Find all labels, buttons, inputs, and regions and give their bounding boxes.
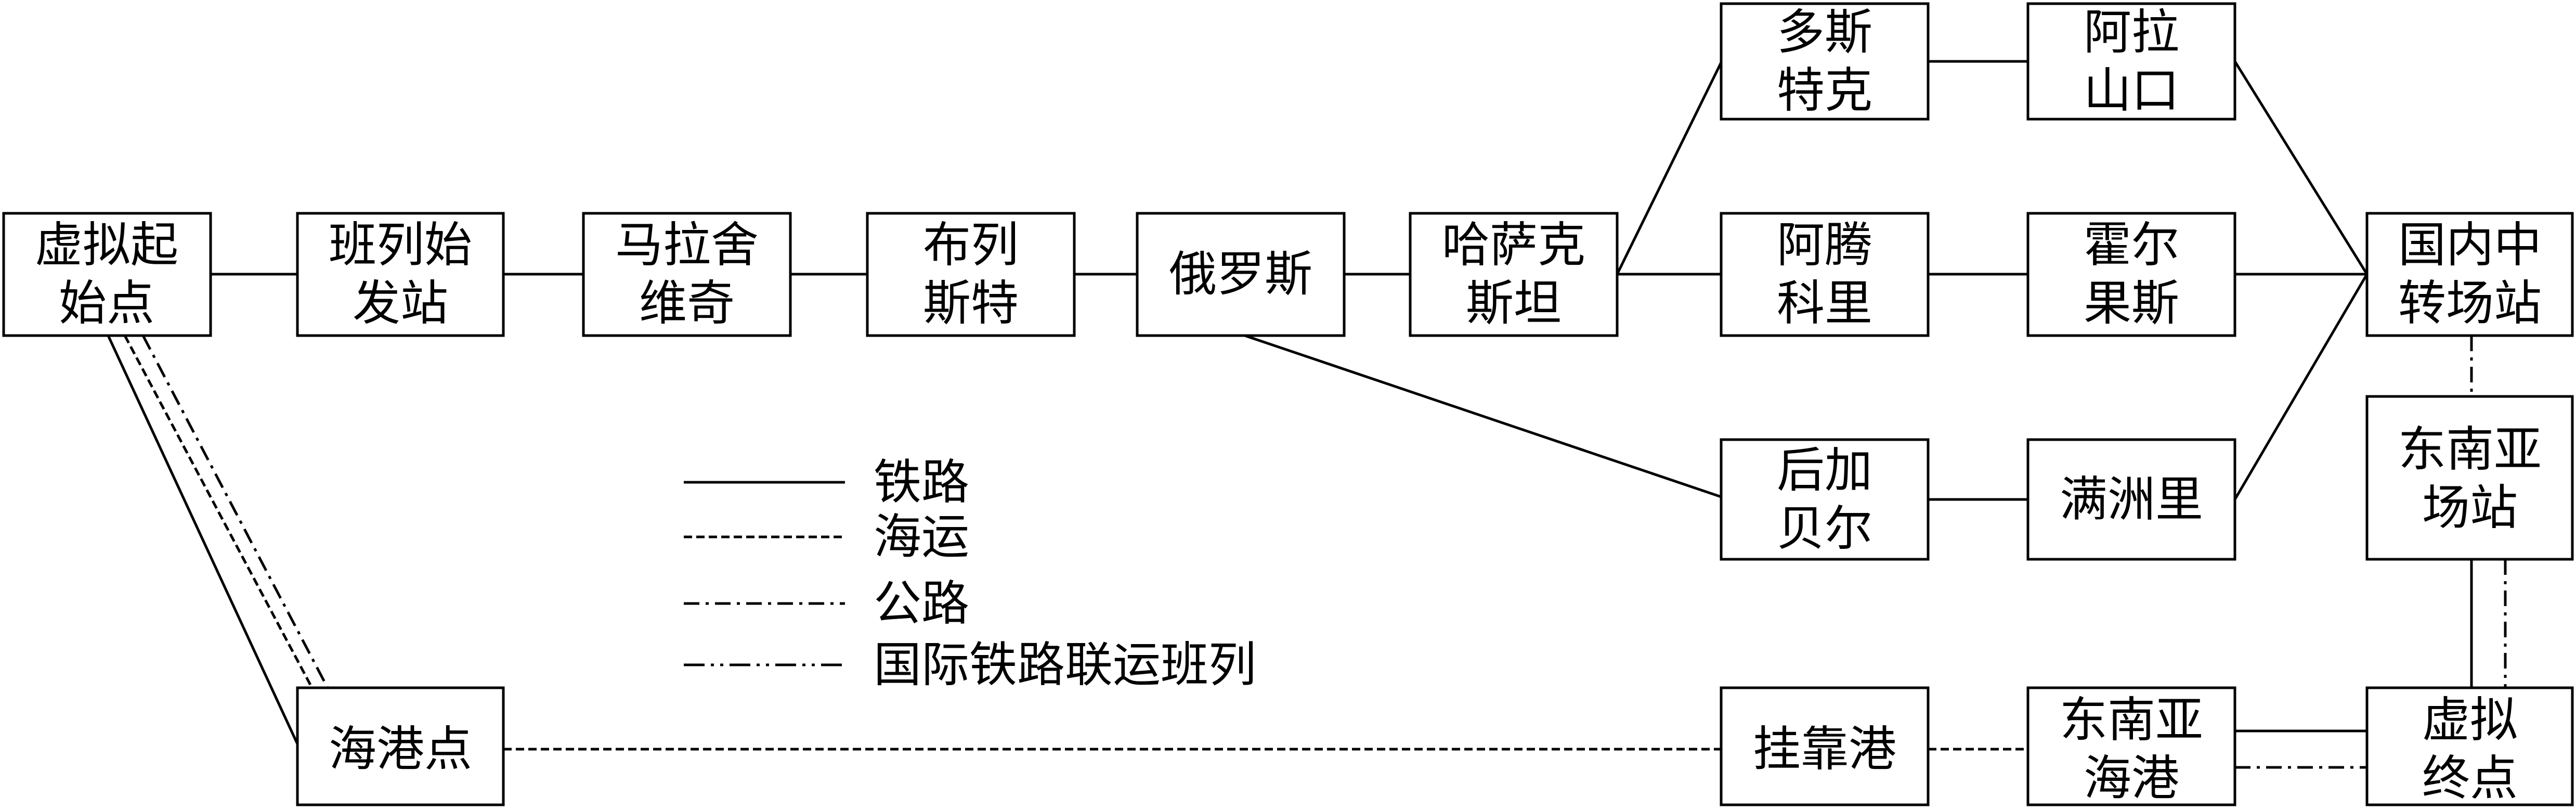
- legend-label-rail: 铁路: [874, 455, 969, 510]
- node-label-line: 发站: [353, 276, 448, 331]
- node-label-line: 东南亚: [2060, 692, 2203, 748]
- node-label-line: 果斯: [2084, 276, 2179, 331]
- node-label-line: 虚拟起: [35, 217, 178, 273]
- legend-label-intl-rail: 国际铁路联运班列: [874, 637, 1256, 693]
- node-label-line: 挂靠港: [1753, 722, 1896, 777]
- node-label-line: 满洲里: [2060, 472, 2203, 528]
- legend-item-road: 公路: [684, 576, 969, 632]
- edge-alashankou-hub: [2233, 60, 2369, 275]
- edge-russia-zabaykalsk: [1240, 332, 1722, 498]
- node-label-line: 阿腾: [1777, 217, 1872, 273]
- node-label-line: 马拉舍: [615, 217, 759, 273]
- node-label-line: 斯坦: [1466, 276, 1562, 331]
- node-label-line: 转场站: [2398, 276, 2542, 331]
- node-label-line: 多斯: [1777, 5, 1872, 60]
- node-transit-port: 挂靠港: [1720, 686, 1930, 806]
- node-label-line: 终点: [2422, 751, 2518, 806]
- node-label-line: 始点: [59, 276, 154, 331]
- node-label-line: 布列: [923, 217, 1019, 273]
- node-label-line: 阿拉: [2084, 5, 2179, 60]
- node-label-line: 维奇: [639, 276, 735, 331]
- edge-manzhouli-hub: [2233, 273, 2369, 500]
- node-label-line: 特克: [1777, 63, 1872, 119]
- edge-origin-seaport-sea: [123, 335, 314, 689]
- node-label-line: 哈萨克: [1442, 217, 1585, 273]
- node-label-line: 场站: [2422, 480, 2518, 536]
- legend-item-rail: 铁路: [684, 455, 969, 510]
- node-label-line: 东南亚: [2398, 422, 2542, 478]
- node-label-line: 斯特: [923, 276, 1019, 331]
- edge-origin-seaport-rail: [107, 335, 299, 745]
- legend-label-sea: 海运: [874, 509, 969, 565]
- node-label-line: 后加: [1777, 443, 1872, 498]
- node-label-line: 海港点: [329, 722, 472, 777]
- legend-item-sea: 海运: [684, 509, 969, 565]
- node-label-line: 霍尔: [2084, 217, 2179, 273]
- legend-label-road: 公路: [874, 576, 969, 632]
- node-russia: 俄罗斯: [1136, 212, 1346, 337]
- legend-item-intl-rail: 国际铁路联运班列: [684, 637, 1256, 693]
- node-label-line: 海港: [2084, 751, 2179, 806]
- edge-kazakhstan-dostyk: [1616, 61, 1723, 275]
- legend: 铁路 海运 公路 国际铁路联运班列: [684, 455, 1256, 693]
- node-label-line: 科里: [1777, 276, 1872, 331]
- node-label-line: 班列始: [329, 217, 472, 273]
- node-label-line: 贝尔: [1777, 501, 1872, 557]
- node-label-line: 山口: [2084, 63, 2179, 119]
- edges: [107, 60, 2507, 769]
- edge-origin-seaport-road: [141, 335, 329, 689]
- node-label-line: 俄罗斯: [1169, 247, 1312, 302]
- node-label-line: 国内中: [2398, 217, 2542, 273]
- node-seaport: 海港点: [296, 686, 505, 806]
- node-label-line: 虚拟: [2422, 692, 2518, 748]
- node-manzhouli: 满洲里: [2026, 438, 2236, 561]
